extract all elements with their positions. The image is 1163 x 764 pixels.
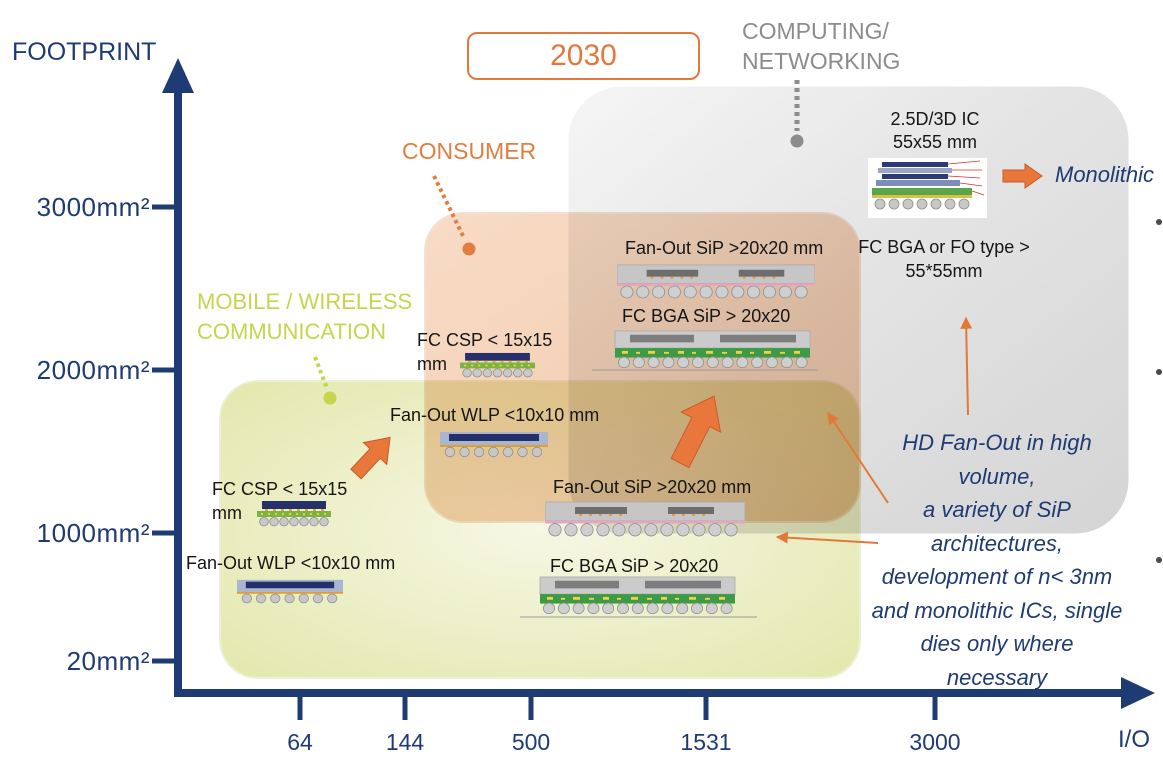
consumer-label: CONSUMER — [402, 138, 537, 164]
lower-fc-csp-label-line: FC CSP < 15x15 — [212, 479, 348, 499]
note-arrow-to-mobile — [775, 531, 879, 544]
upper-fc-csp-label-line: FC CSP < 15x15 — [417, 330, 553, 350]
note-line: necessary — [946, 664, 1048, 690]
note-line: HD Fan-Out in high — [902, 430, 1092, 455]
note-line: development of n< 3nm — [881, 564, 1113, 589]
y-axis-ticks — [152, 204, 178, 664]
mobile-label-line: MOBILE / WIRELESS — [197, 289, 413, 314]
3d-ic-size-line: 55x55 mm — [892, 132, 978, 152]
3d-ic-label-line: 2.5D/3D IC — [890, 109, 980, 129]
x-axis-label: I/O — [1118, 726, 1151, 753]
trend-note: HD Fan-Out in high volume, a variety of … — [847, 426, 1147, 694]
x-tick-label: 3000 — [909, 729, 961, 755]
upper-fan-out-wlp-label: Fan-Out WLP <10x10 mm — [390, 405, 600, 425]
lower-fc-csp-unit-line: mm — [212, 503, 242, 523]
y-tick-label: 1000mm² — [36, 518, 150, 548]
lower-fc-bga-sip-label: FC BGA SiP > 20x20 — [550, 556, 719, 576]
x-tick-label: 64 — [287, 729, 313, 755]
migration-arrow-wlp-icon — [350, 436, 391, 480]
lower-fc-csp-label: FC CSP < 15x15 mm — [212, 477, 347, 525]
large-package-size-line: 55*55mm — [905, 261, 983, 281]
3d-ic-label: 2.5D/3D IC 55x55 mm — [855, 108, 1015, 154]
large-package-label-line: FC BGA or FO type > — [858, 237, 1030, 257]
communication-label-line: COMMUNICATION — [197, 319, 387, 344]
y-tick-label: 20mm² — [66, 646, 150, 676]
consumer-leader-dot — [462, 242, 476, 256]
upper-fan-out-sip-label: Fan-Out SiP >20x20 mm — [625, 238, 824, 258]
mobile-leader-dot — [323, 391, 337, 405]
x-tick-label: 144 — [385, 729, 425, 755]
mobile-leader-line — [313, 356, 329, 389]
bullet-dot — [1156, 369, 1162, 375]
x-axis-arrowhead — [1121, 677, 1155, 709]
note-line: a variety of SiP — [923, 497, 1071, 522]
computing-leader-dot — [790, 134, 804, 148]
upper-fc-bga-sip-label: FC BGA SiP > 20x20 — [622, 306, 791, 326]
computing-networking-label: COMPUTING/ NETWORKING — [742, 16, 900, 76]
note-arrow-to-large-packages — [960, 316, 973, 416]
year-badge-frame — [467, 32, 700, 80]
upper-fan-out-sip-illustration — [617, 264, 815, 299]
lower-fan-out-sip-illustration — [545, 501, 745, 537]
note-line: dies only where — [920, 631, 1074, 656]
upper-fc-csp-unit-line: mm — [417, 354, 447, 374]
y-axis-label: FOOTPRINT — [12, 38, 157, 66]
computing-label-line: COMPUTING/ — [742, 18, 889, 44]
bullet-dot — [1156, 219, 1162, 225]
bullet-dot — [1156, 557, 1162, 563]
x-tick-label: 500 — [511, 729, 551, 755]
upper-fc-csp-label: FC CSP < 15x15 mm — [417, 328, 552, 376]
lower-fan-out-wlp-label: Fan-Out WLP <10x10 mm — [186, 553, 396, 573]
networking-label-line: NETWORKING — [742, 48, 901, 74]
consumer-leader-line — [432, 175, 466, 239]
migration-arrow-sip-icon — [670, 395, 722, 469]
year-badge: 2030 — [550, 39, 617, 72]
large-package-label: FC BGA or FO type > 55*55mm — [844, 235, 1044, 283]
note-line: architectures, — [930, 530, 1064, 556]
note-line: and monolithic ICs, single — [871, 597, 1123, 623]
monolithic-label: Monolithic — [1055, 162, 1155, 187]
x-tick-label: 1531 — [680, 729, 732, 755]
lower-fan-out-sip-label: Fan-Out SiP >20x20 mm — [553, 477, 752, 497]
3d-ic-package-illustration — [868, 158, 987, 218]
monolithic-arrow-icon — [1002, 163, 1043, 189]
y-tick-label: 2000mm² — [36, 355, 150, 385]
mobile-wireless-label: MOBILE / WIRELESS COMMUNICATION — [197, 287, 412, 347]
y-axis-arrowhead — [162, 58, 194, 93]
x-axis-ticks — [297, 693, 938, 720]
y-tick-label: 3000mm² — [36, 192, 150, 222]
note-arrow-to-consumer — [827, 412, 889, 504]
note-line: volume, — [958, 463, 1036, 489]
